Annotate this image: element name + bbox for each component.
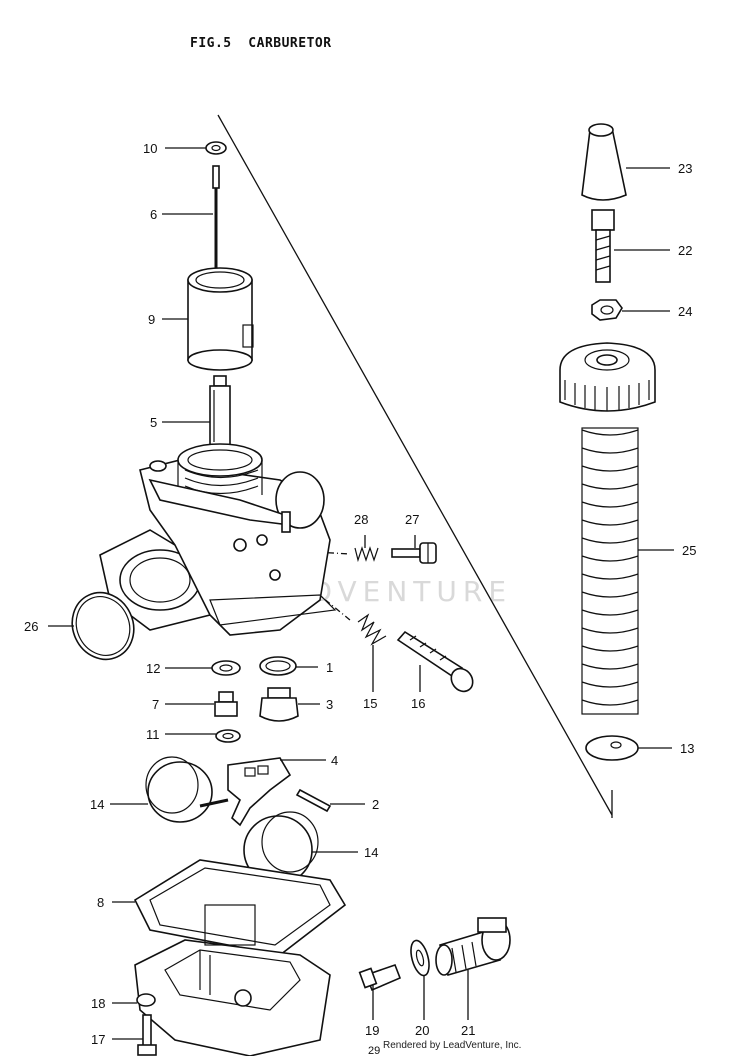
callout-17: 17 xyxy=(91,1032,105,1047)
callout-11: 11 xyxy=(146,727,160,742)
callout-25: 25 xyxy=(682,543,696,558)
part-lock-nut xyxy=(591,299,623,321)
callout-8: 8 xyxy=(97,895,104,910)
callout-18: 18 xyxy=(91,996,105,1011)
part-washer-11 xyxy=(215,729,241,743)
callout-7: 7 xyxy=(152,697,159,712)
part-carburetor-body xyxy=(99,443,337,636)
callout-14-left: 14 xyxy=(90,797,104,812)
callout-15: 15 xyxy=(363,696,377,711)
callout-24: 24 xyxy=(678,304,692,319)
part-banjo-fitting xyxy=(435,917,511,976)
callout-20: 20 xyxy=(415,1023,429,1038)
figure-title: FIG.5 CARBURETOR xyxy=(190,36,332,51)
part-mixing-chamber-top xyxy=(559,342,656,412)
callout-26: 26 xyxy=(24,619,38,634)
callout-22: 22 xyxy=(678,243,692,258)
part-pilot-spring xyxy=(354,546,379,563)
part-float-pin xyxy=(295,788,332,813)
part-throttle-valve-spring xyxy=(581,427,639,715)
callout-leaders xyxy=(48,147,674,1040)
part-o-ring xyxy=(71,591,135,661)
part-float-left xyxy=(145,756,229,823)
part-float-bowl-gasket xyxy=(133,859,347,956)
part-jet-needle xyxy=(212,165,220,275)
part-needle-jet xyxy=(209,375,231,447)
part-washer-20 xyxy=(410,939,430,977)
callout-16: 16 xyxy=(411,696,425,711)
part-clip xyxy=(205,141,227,155)
callout-10: 10 xyxy=(143,141,157,156)
part-cable-adjuster xyxy=(591,209,615,283)
part-throttle-stop-screw xyxy=(396,630,474,693)
callout-29: 29 xyxy=(368,1045,380,1056)
part-throttle-stop-spring xyxy=(357,613,387,646)
callout-14-right: 14 xyxy=(364,845,378,860)
part-pilot-screw xyxy=(391,542,437,564)
part-main-jet xyxy=(259,687,299,722)
part-float-right xyxy=(243,811,319,885)
callout-23: 23 xyxy=(678,161,692,176)
render-credit: Rendered by LeadVenture, Inc. xyxy=(383,1040,522,1051)
callout-19: 19 xyxy=(365,1023,379,1038)
part-washer-12 xyxy=(211,660,241,676)
callout-labels: 10 6 9 5 28 27 26 12 1 7 3 15 16 11 4 2 … xyxy=(24,141,696,1056)
callout-3: 3 xyxy=(326,697,333,712)
callout-12: 12 xyxy=(146,661,160,676)
callout-6: 6 xyxy=(150,207,157,222)
callout-1: 1 xyxy=(326,660,333,675)
part-screw-17 xyxy=(137,1014,157,1056)
callout-21: 21 xyxy=(461,1023,475,1038)
callout-13: 13 xyxy=(680,741,694,756)
assembly-axis-line xyxy=(217,114,613,816)
callout-28: 28 xyxy=(354,512,368,527)
part-washer-18 xyxy=(136,993,156,1007)
part-drain-bolt xyxy=(358,963,402,992)
part-spring-seat xyxy=(585,735,639,761)
part-float-arm xyxy=(227,757,292,827)
callout-2: 2 xyxy=(372,797,379,812)
callout-5: 5 xyxy=(150,415,157,430)
part-throttle-valve xyxy=(187,267,254,371)
part-cable-cap xyxy=(581,123,627,201)
callout-4: 4 xyxy=(331,753,338,768)
callout-9: 9 xyxy=(148,312,155,327)
part-pilot-jet xyxy=(214,691,238,717)
part-washer-1 xyxy=(259,656,297,676)
callout-27: 27 xyxy=(405,512,419,527)
